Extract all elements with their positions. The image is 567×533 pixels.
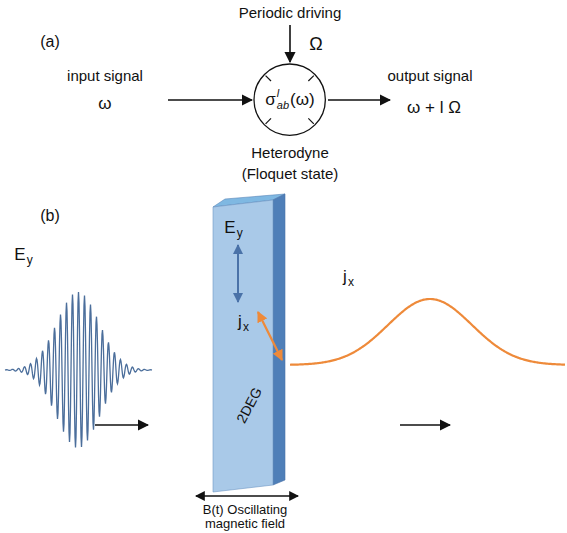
conductivity-symbol: σ (265, 90, 276, 110)
heterodyne-circle-outline (253, 63, 326, 136)
mixer-tick (309, 76, 314, 81)
slab-front-face (213, 200, 273, 492)
propagation-arrow (95, 424, 148, 426)
field-double-arrow (196, 495, 298, 496)
field-double-arrow (237, 245, 239, 302)
input-frequency: ω (98, 94, 111, 114)
field-symbol: E (224, 218, 235, 238)
mixer-tick (266, 76, 271, 81)
conductivity-symbol: (ω) (290, 90, 315, 110)
current-symbol: j (343, 267, 347, 287)
subscript: ab (277, 100, 289, 112)
2deg-slab: Eyjx2DEG (205, 190, 290, 495)
input-label: input signal (67, 67, 143, 84)
current-subscript: x (348, 276, 354, 290)
floquet-label: (Floquet state) (242, 165, 339, 182)
mixer-tick (309, 119, 314, 124)
panel-label: (a) (40, 33, 60, 51)
index-stack: lab (277, 88, 289, 111)
heterodyne-label: Heterodyne (251, 144, 329, 161)
output-frequency: ω + l Ω (407, 98, 461, 118)
current-double-arrow (258, 312, 282, 360)
mixer-tick (266, 119, 271, 124)
field-symbol: E (14, 245, 25, 265)
output-arrow (328, 99, 390, 101)
panel-label: (b) (40, 207, 60, 225)
heterodyne-circle: σlab(ω) (253, 63, 326, 136)
output-label: output signal (387, 67, 472, 84)
driving-label: Periodic driving (239, 4, 342, 21)
current-symbol: j (238, 312, 242, 332)
propagation-arrow (400, 424, 450, 426)
input-arrow (168, 99, 252, 101)
output-current-pulse (290, 299, 565, 365)
current-subscript: x (243, 321, 249, 335)
frequency-symbol: Ω (309, 34, 322, 55)
field-subscript: y (27, 254, 33, 268)
formula: σlab(ω) (265, 88, 314, 111)
slab-side-face (273, 194, 285, 485)
mixer-circle (254, 64, 325, 135)
field-subscript: y (237, 227, 243, 241)
driving-arrow (289, 25, 291, 62)
input-wave-packet (5, 292, 152, 447)
field-label: B(t) Oscillating magnetic field (180, 503, 310, 530)
2deg-slab-outline (205, 190, 290, 495)
superscript: l (277, 88, 289, 100)
